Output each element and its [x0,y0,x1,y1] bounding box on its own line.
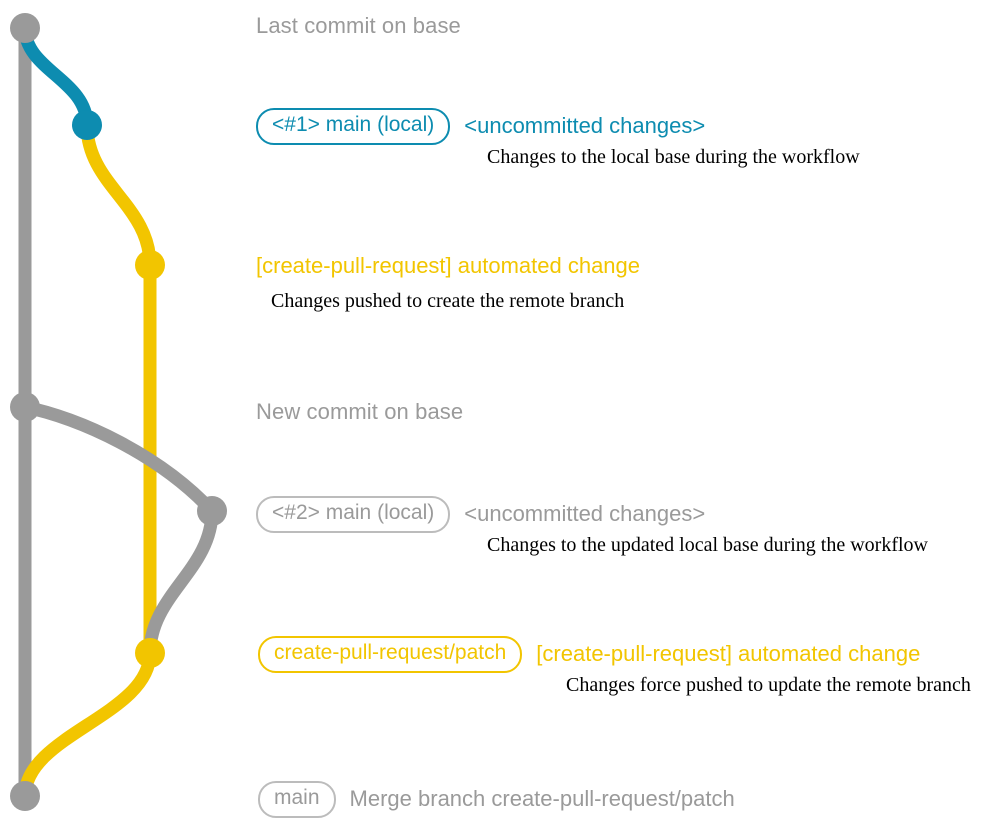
commit-node-base-new[interactable] [10,392,40,422]
commit-node-local-1[interactable] [72,110,102,140]
row-automated-change-1: [create-pull-request] automated change [256,253,640,279]
subtext-automated-change-1: Changes pushed to create the remote bran… [271,290,625,312]
commit-node-remote-1[interactable] [135,250,165,280]
headline-local-change-2: <uncommitted changes> [464,501,706,527]
headline-merge-commit: Merge branch create-pull-request/patch [349,786,735,812]
subtext-local-change-1: Changes to the local base during the wor… [487,146,860,168]
remote-push-line-1 [80,118,157,272]
updated-local-branch-line [18,400,219,518]
headline-automated-change-2: [create-pull-request] automated change [536,641,921,667]
merge-line [18,646,157,803]
branch-pill-local-1[interactable]: <#1> main (local) [256,108,451,145]
headline-local-change-1: <uncommitted changes> [464,113,706,139]
commit-node-base-last[interactable] [10,13,40,43]
caption-last-commit-on-base: Last commit on base [256,13,461,38]
caption-new-commit-on-base: New commit on base [256,399,464,424]
headline-automated-change-1: [create-pull-request] automated change [256,253,641,278]
row-local-change-2: <#2> main (local) <uncommitted changes> [256,496,705,533]
commit-node-remote-2[interactable] [135,638,165,668]
commit-node-base-merge[interactable] [10,781,40,811]
row-automated-change-2: create-pull-request/patch [create-pull-r… [258,636,920,673]
branch-pill-remote-patch[interactable]: create-pull-request/patch [258,636,523,673]
subtext-local-change-2: Changes to the updated local base during… [487,534,928,556]
subtext-automated-change-2: Changes force pushed to update the remot… [566,674,971,696]
git-graph [10,13,227,811]
branch-pill-main[interactable]: main [258,781,336,818]
row-local-change-1: <#1> main (local) <uncommitted changes> [256,108,705,145]
row-merge-commit: main Merge branch create-pull-request/pa… [258,781,735,818]
updated-local-to-remote-line [143,504,219,660]
branch-pill-local-2[interactable]: <#2> main (local) [256,496,451,533]
commit-node-local-2[interactable] [197,496,227,526]
